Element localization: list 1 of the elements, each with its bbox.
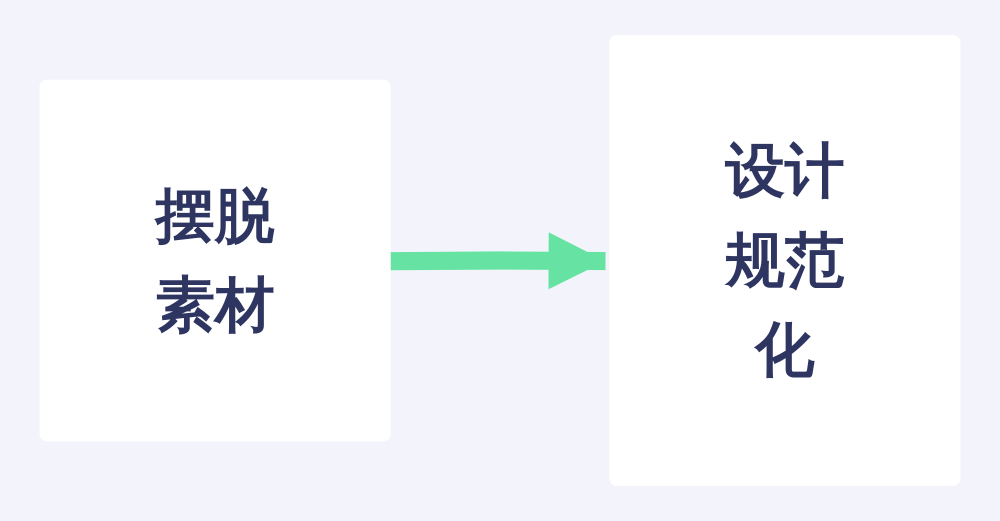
arrow	[390, 232, 606, 290]
